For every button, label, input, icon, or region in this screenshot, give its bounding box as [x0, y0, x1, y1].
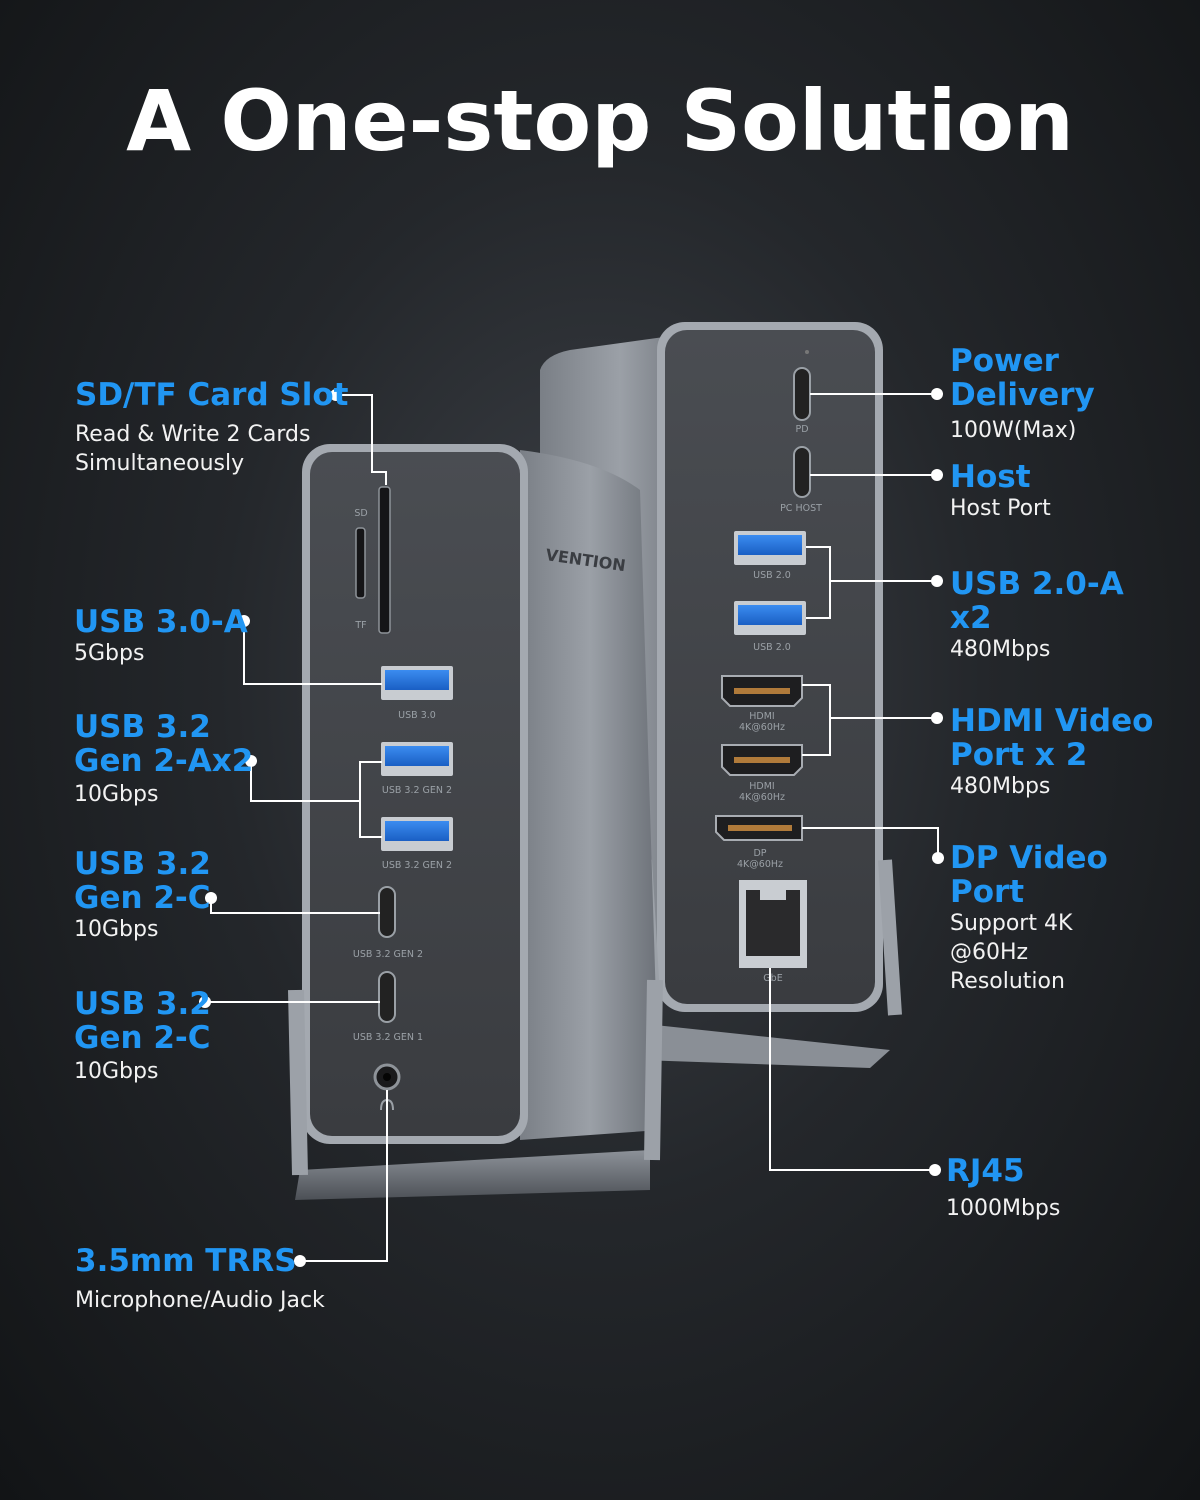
- line-rj45: [769, 968, 935, 1171]
- front-unit-side: [520, 450, 660, 1140]
- tf-card-slot: [355, 527, 366, 599]
- front-unit-face: [310, 452, 520, 1136]
- callout-usb32a: USB 3.2 Gen 2-Ax2 10Gbps: [74, 710, 253, 809]
- rj45-port-label: GbE: [763, 973, 782, 984]
- usb32c-gen1-label: USB 3.2 GEN 1: [353, 1032, 423, 1043]
- host-port: [793, 446, 811, 498]
- hdmi-port-2-label: HDMI: [749, 781, 774, 792]
- hdmi-port-2-spec: 4K@60Hz: [739, 792, 785, 803]
- page-title: A One-stop Solution: [126, 72, 1074, 170]
- callout-pd-desc: 100W(Max): [950, 418, 1077, 443]
- pd-port: [793, 367, 811, 421]
- callout-dp-desc-2: @60Hz: [950, 940, 1029, 965]
- callout-rj45: RJ45 1000Mbps: [946, 1154, 1060, 1223]
- line-usb32a: [250, 761, 382, 838]
- callout-sd-tf: SD/TF Card Slot Read & Write 2 Cards Sim…: [75, 378, 349, 478]
- hdmi-port-1-spec: 4K@60Hz: [739, 722, 785, 733]
- callout-hdmi: HDMI Video Port x 2 480Mbps: [950, 704, 1153, 801]
- sd-slot-label: SD: [354, 508, 367, 519]
- back-stand-base: [640, 1025, 890, 1068]
- usb20-port-2-label: USB 2.0: [753, 642, 791, 653]
- line-usb20: [806, 546, 937, 619]
- line-dp: [802, 827, 939, 858]
- callout-trrs-title: 3.5mm TRRS: [75, 1243, 297, 1279]
- callout-host: Host Host Port: [950, 460, 1051, 523]
- sd-card-slot: [378, 486, 391, 634]
- callout-usb32c-2-title-1: USB 3.2: [74, 986, 211, 1022]
- callout-hdmi-desc: 480Mbps: [950, 774, 1051, 799]
- callout-sd-tf-desc-2: Simultaneously: [75, 451, 245, 476]
- callout-dp-desc-3: Resolution: [950, 969, 1065, 994]
- callout-dp-title-1: DP Video: [950, 840, 1108, 876]
- callout-usb20-title-1: USB 2.0-A: [950, 566, 1124, 602]
- callout-usb20: USB 2.0-A x2 480Mbps: [950, 567, 1124, 664]
- callout-usb32c-1-desc: 10Gbps: [74, 917, 159, 942]
- usb32c-gen2-label: USB 3.2 GEN 2: [353, 949, 423, 960]
- callout-hdmi-title-1: HDMI Video: [950, 703, 1154, 739]
- callout-dp: DP Video Port Support 4K @60Hz Resolutio…: [950, 841, 1108, 996]
- front-stand-base: [295, 1150, 650, 1200]
- callout-dots: [199, 388, 944, 1267]
- dp-port-label: DP: [753, 848, 766, 859]
- host-port-label: PC HOST: [780, 503, 822, 514]
- callout-usb32a-desc: 10Gbps: [74, 782, 159, 807]
- line-sd: [336, 394, 387, 485]
- callout-usb32c-2-desc: 10Gbps: [74, 1059, 159, 1084]
- usb20-port-1-label: USB 2.0: [753, 570, 791, 581]
- usb30-port-label: USB 3.0: [398, 710, 436, 721]
- callout-sd-tf-desc-1: Read & Write 2 Cards: [75, 422, 311, 447]
- dp-port-spec: 4K@60Hz: [737, 859, 783, 870]
- callout-usb32c-2: USB 3.2 Gen 2-C 10Gbps: [74, 987, 211, 1086]
- callout-dp-desc-1: Support 4K: [950, 911, 1073, 936]
- callout-usb20-desc: 480Mbps: [950, 637, 1051, 662]
- power-led: [805, 350, 809, 354]
- usb32a-port-2-label: USB 3.2 GEN 2: [382, 860, 452, 871]
- back-unit-face: [665, 330, 875, 1004]
- callout-usb32c-2-title-2: Gen 2-C: [74, 1020, 211, 1056]
- callout-usb32a-title-1: USB 3.2: [74, 709, 211, 745]
- callout-usb32c-1-title-2: Gen 2-C: [74, 880, 211, 916]
- line-usb30: [243, 621, 382, 685]
- callout-pd: Power Delivery 100W(Max): [950, 344, 1095, 445]
- callout-usb30-title: USB 3.0-A: [74, 604, 248, 640]
- callout-dp-title-2: Port: [950, 874, 1025, 910]
- usb32c-gen1-port: [378, 971, 396, 1023]
- callout-usb32a-title-2: Gen 2-Ax2: [74, 743, 254, 779]
- callout-host-title: Host: [950, 459, 1031, 495]
- hdmi-port-1-label: HDMI: [749, 711, 774, 722]
- callout-usb30-desc: 5Gbps: [74, 641, 145, 666]
- front-stand-arms: [288, 979, 663, 1176]
- callout-rj45-title: RJ45: [946, 1153, 1025, 1189]
- front-unit: VENTION SD TF USB 3.0 USB 3.2 GEN 2 USB …: [288, 444, 663, 1200]
- usb32a-port-1-label: USB 3.2 GEN 2: [382, 785, 452, 796]
- pd-port-label: PD: [795, 424, 808, 435]
- line-trrs: [300, 1090, 388, 1262]
- callout-usb32c-1: USB 3.2 Gen 2-C 10Gbps: [74, 847, 211, 944]
- callout-trrs: 3.5mm TRRS Microphone/Audio Jack: [75, 1244, 325, 1315]
- callout-pd-title-2: Delivery: [950, 377, 1095, 413]
- callout-rj45-desc: 1000Mbps: [946, 1196, 1061, 1221]
- callout-host-desc: Host Port: [950, 496, 1051, 521]
- usb32c-gen2-port: [378, 886, 396, 938]
- tf-slot-label: TF: [354, 620, 366, 631]
- callout-usb30: USB 3.0-A 5Gbps: [74, 605, 248, 668]
- callout-sd-tf-title: SD/TF Card Slot: [75, 377, 349, 413]
- callout-pd-title-1: Power: [950, 343, 1059, 379]
- callout-hdmi-title-2: Port x 2: [950, 737, 1088, 773]
- callout-trrs-desc: Microphone/Audio Jack: [75, 1288, 325, 1313]
- callout-usb32c-1-title-1: USB 3.2: [74, 846, 211, 882]
- callout-usb20-title-2: x2: [950, 600, 992, 636]
- line-hdmi: [802, 684, 937, 756]
